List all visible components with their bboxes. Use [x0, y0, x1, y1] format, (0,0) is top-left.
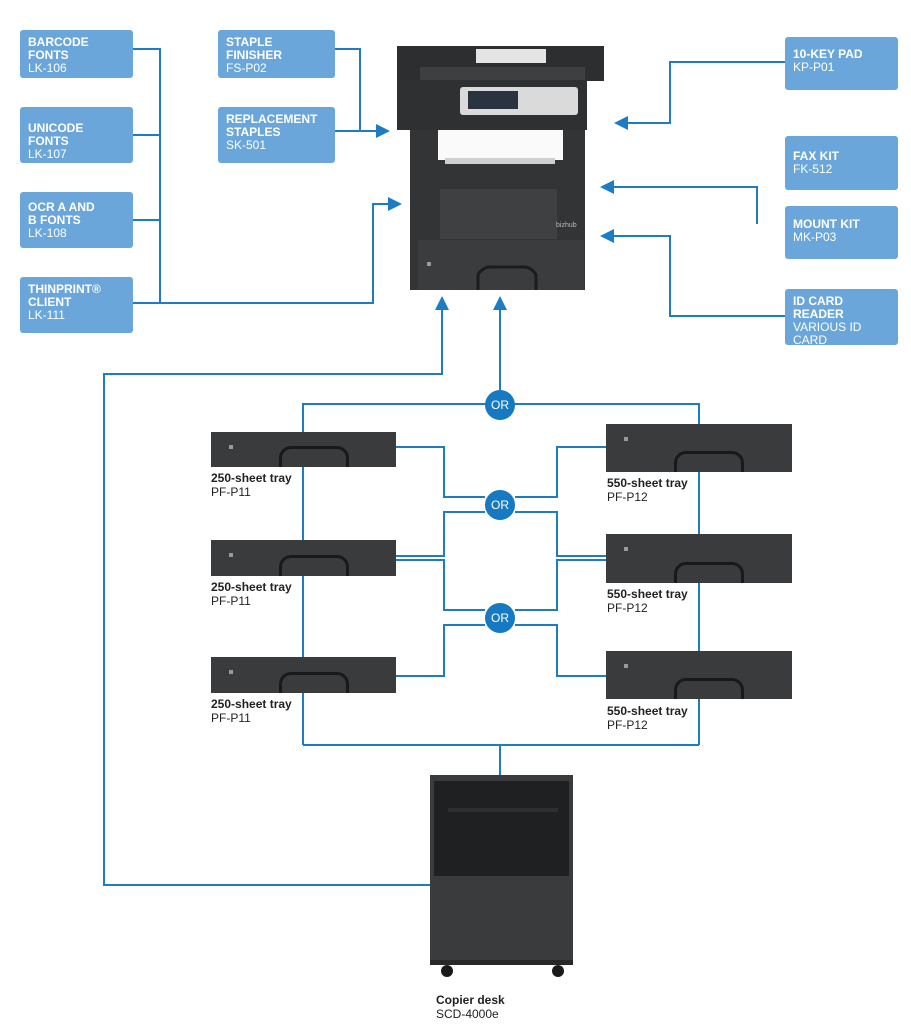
or-badge-bottom: OR: [485, 603, 515, 633]
option-code: LK-107: [28, 147, 67, 161]
or-badge-top: OR: [485, 390, 515, 420]
option-title: UNICODE FONTS: [28, 121, 84, 148]
or-badge-middle: OR: [485, 490, 515, 520]
option-code: FS-P02: [226, 61, 267, 75]
tray-code: PF-P11: [211, 594, 251, 608]
tray-code: PF-P11: [211, 711, 251, 725]
connector-desk: [103, 303, 443, 886]
option-code: SK-501: [226, 138, 267, 152]
tray-250-label: 250-sheet tray PF-P11: [211, 471, 292, 499]
option-code: LK-108: [28, 226, 67, 240]
option-code: LK-106: [28, 61, 67, 75]
option-fax-kit: FAX KIT FK-512: [785, 136, 898, 190]
option-title: OCR A AND B FONTS: [28, 200, 95, 227]
option-title: STAPLE FINISHER: [226, 35, 283, 62]
tray-name: 550-sheet tray: [607, 476, 688, 490]
tray-550-image: [606, 651, 792, 699]
arrow-staples: [376, 124, 390, 138]
tray-name: 550-sheet tray: [607, 587, 688, 601]
tray-550-image: [606, 534, 792, 583]
copier-desk-label: Copier desk SCD-4000e: [436, 993, 505, 1021]
tray-code: PF-P11: [211, 485, 251, 499]
copier-desk-image: [430, 775, 573, 977]
connector-font-kits: [133, 48, 392, 304]
option-code: FK-512: [793, 162, 833, 176]
option-code: MK-P03: [793, 230, 837, 244]
tray-code: PF-P12: [607, 601, 648, 615]
tray-code: PF-P12: [607, 490, 648, 504]
arrow-fonts: [388, 197, 402, 211]
tray-550-label: 550-sheet tray PF-P12: [607, 704, 688, 732]
tray-name: 250-sheet tray: [211, 580, 292, 594]
tray-250-image: [211, 540, 396, 576]
tray-name: 250-sheet tray: [211, 471, 292, 485]
option-code: KP-P01: [793, 60, 835, 74]
option-title: BARCODE FONTS: [28, 35, 89, 62]
printer-brand-text: bizhub: [556, 222, 577, 229]
option-10-key-pad: 10-KEY PAD KP-P01: [785, 37, 898, 90]
arrow-desk: [435, 296, 449, 310]
option-title: ID CARD READER: [793, 294, 844, 321]
tray-250-image: [211, 432, 396, 467]
connector-or-mid: [396, 446, 485, 498]
tray-code: PF-P12: [607, 718, 648, 732]
option-id-card-reader: ID CARD READER VARIOUS ID CARD TECHNOLOG…: [785, 289, 898, 360]
option-thinprint-client: THINPRINT® CLIENT LK-111: [20, 277, 133, 333]
tray-250-image: [211, 657, 396, 693]
option-title: 10-KEY PAD: [793, 47, 863, 61]
option-barcode-fonts: BARCODE FONTS LK-106: [20, 30, 133, 78]
arrow-trays: [493, 296, 507, 310]
tray-250-label: 250-sheet tray PF-P11: [211, 697, 292, 725]
option-unicode-fonts: UNICODE FONTS LK-107: [20, 107, 133, 163]
connector-10key: [628, 61, 785, 124]
option-replacement-staples: REPLACEMENT STAPLES SK-501: [218, 107, 335, 163]
arrow-10key: [614, 116, 628, 130]
option-title: REPLACEMENT STAPLES: [226, 112, 318, 139]
connector-id-card: [612, 235, 785, 317]
option-title: THINPRINT® CLIENT: [28, 282, 101, 309]
tray-550-label: 550-sheet tray PF-P12: [607, 476, 688, 504]
tray-name: 250-sheet tray: [211, 697, 292, 711]
option-title: FAX KIT: [793, 149, 840, 163]
option-mount-kit: MOUNT KIT MK-P03: [785, 206, 898, 259]
option-ocr-fonts: OCR A AND B FONTS LK-108: [20, 192, 133, 248]
option-code: LK-111: [28, 308, 65, 322]
desk-name: Copier desk: [436, 993, 505, 1007]
tray-250-label: 250-sheet tray PF-P11: [211, 580, 292, 608]
option-title: MOUNT KIT: [793, 217, 860, 231]
arrow-fax: [600, 180, 614, 194]
arrow-id-card: [600, 229, 614, 243]
tray-name: 550-sheet tray: [607, 704, 688, 718]
option-code: VARIOUS ID CARD TECHNOLOGIES: [793, 320, 889, 360]
tray-550-label: 550-sheet tray PF-P12: [607, 587, 688, 615]
connector-fax-mount: [612, 186, 758, 224]
desk-code: SCD-4000e: [436, 1007, 499, 1021]
option-staple-finisher: STAPLE FINISHER FS-P02: [218, 30, 335, 78]
tray-550-image: [606, 424, 792, 472]
printer-image: [397, 46, 604, 290]
connector-staples: [335, 48, 384, 132]
